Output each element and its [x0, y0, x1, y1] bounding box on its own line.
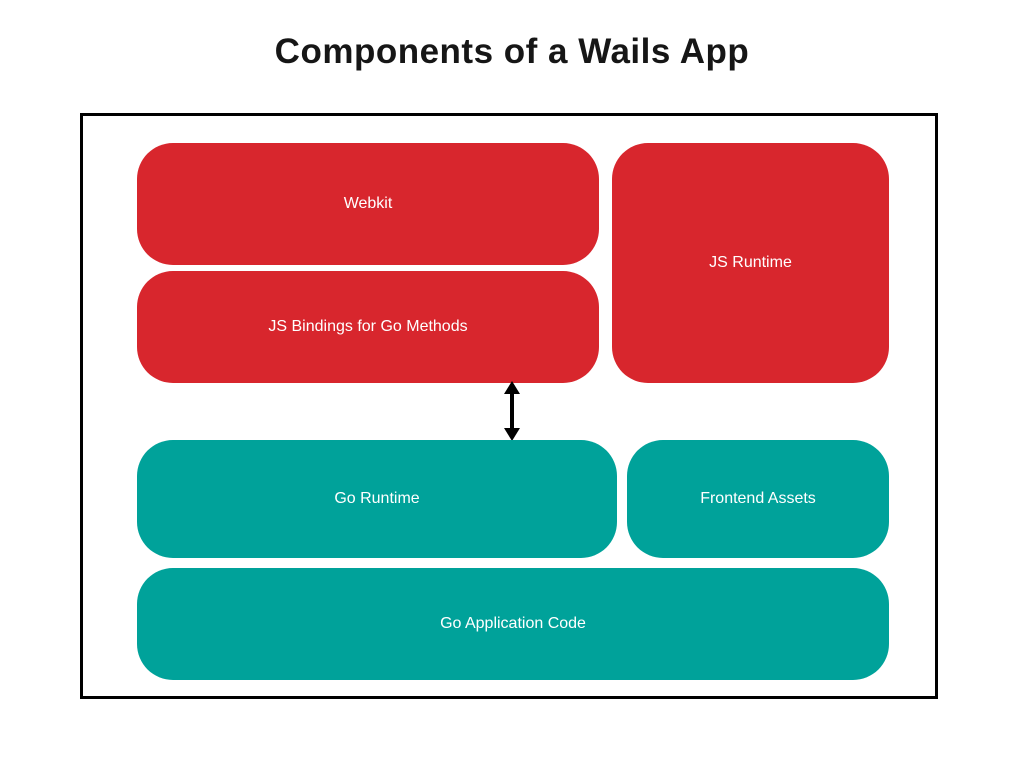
block-js-bindings-label: JS Bindings for Go Methods: [268, 318, 468, 335]
block-webkit: Webkit: [137, 143, 599, 265]
block-go-runtime-label: Go Runtime: [334, 490, 420, 507]
page-title: Components of a Wails App: [274, 32, 750, 71]
block-frontend-assets-label: Frontend Assets: [700, 490, 816, 507]
block-webkit-label: Webkit: [343, 195, 393, 212]
block-frontend-assets: Frontend Assets: [627, 440, 889, 558]
block-go-application-code-label: Go Application Code: [440, 615, 586, 632]
block-js-bindings: JS Bindings for Go Methods: [137, 271, 599, 383]
block-js-runtime-label: JS Runtime: [709, 254, 792, 271]
block-go-application-code: Go Application Code: [137, 568, 889, 680]
bidirectional-arrow-icon: [504, 381, 520, 441]
block-go-runtime: Go Runtime: [137, 440, 617, 558]
block-js-runtime: JS Runtime: [612, 143, 889, 383]
